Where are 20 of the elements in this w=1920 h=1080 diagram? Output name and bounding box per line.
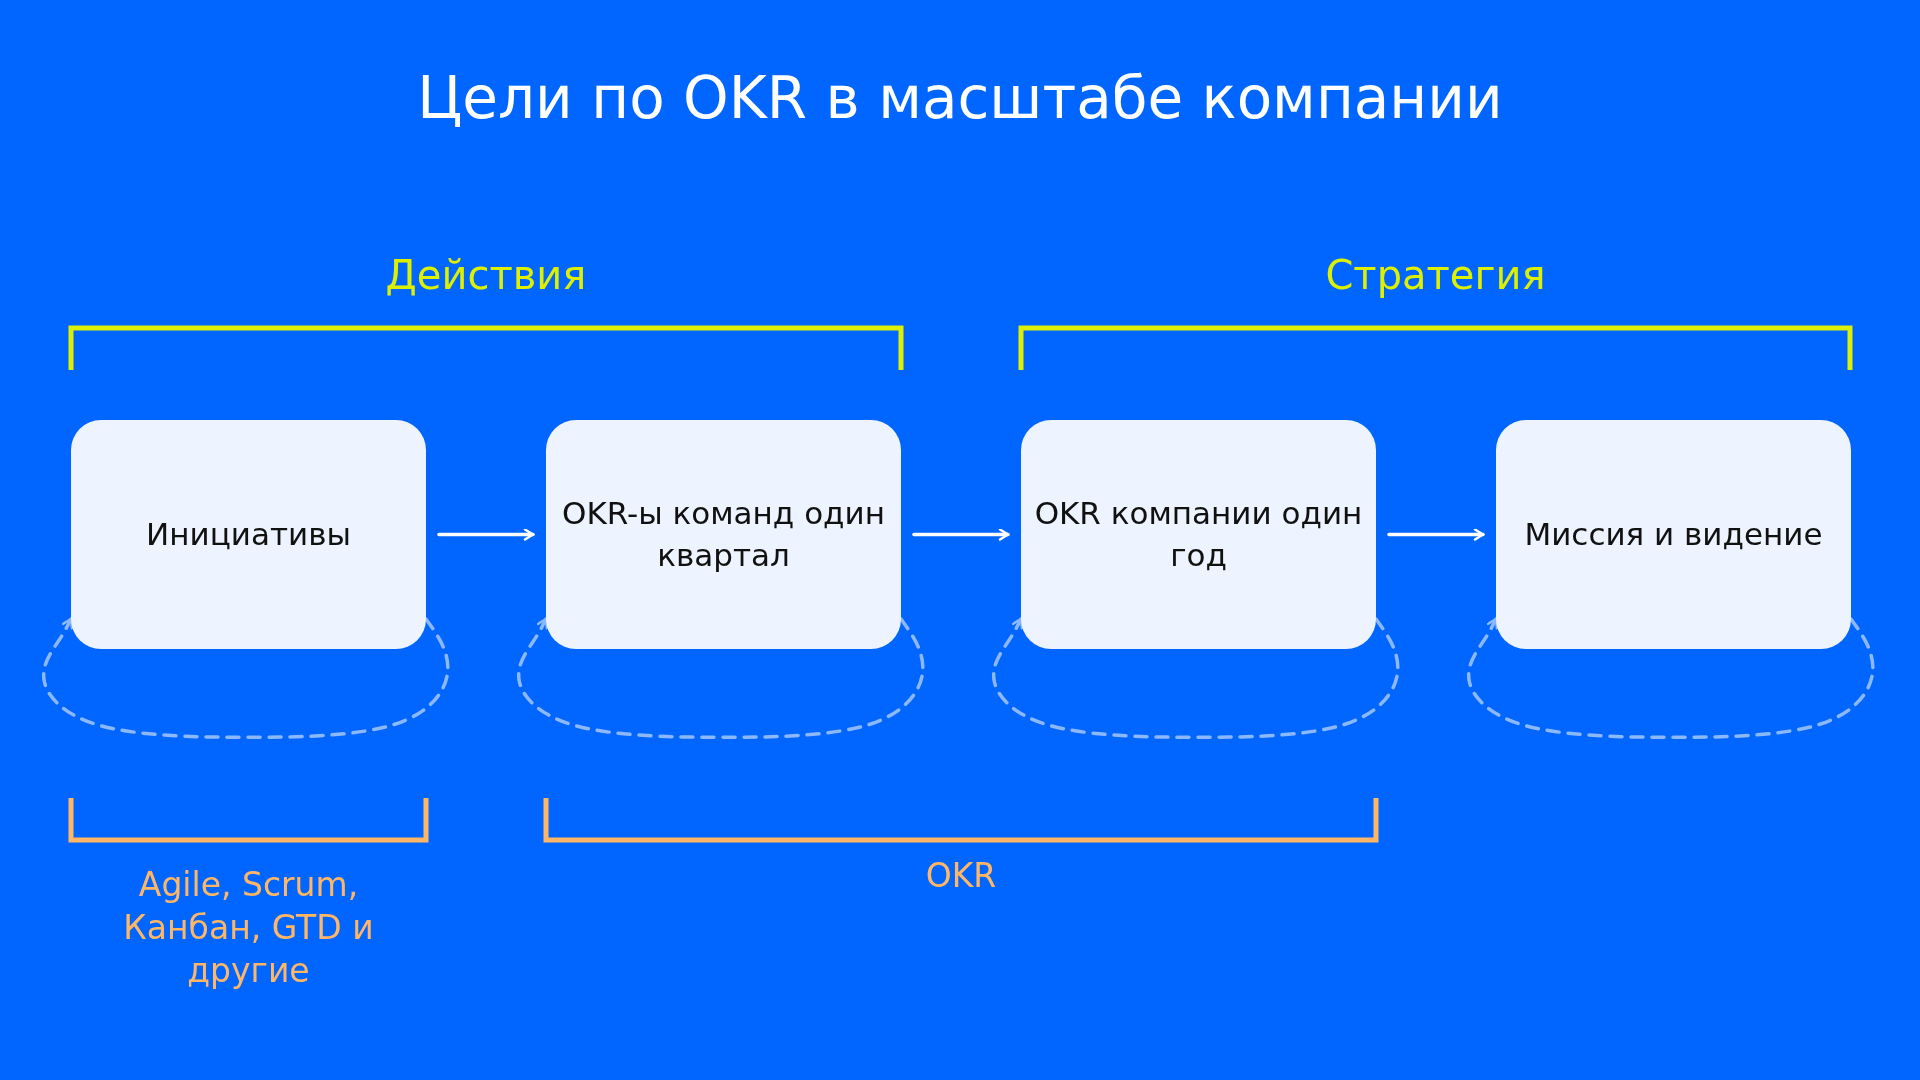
arrow [912,528,1010,541]
section-heading: Стратегия [1324,252,1547,298]
step-card [1496,420,1851,649]
step-label: OKR-ы команд один квартал [561,493,886,575]
method-note: OKR [924,856,998,895]
step-card [546,420,901,649]
arrow [1387,528,1485,541]
loop-arrow [1466,617,1875,740]
loop-arrow [41,617,450,740]
arrow [437,528,535,541]
step-label: Миссия и видение [1524,514,1823,554]
step-card [1021,420,1376,649]
step-label: OKR компании один год [1033,493,1364,575]
section-heading: Действия [384,252,588,298]
loop-arrow [516,617,925,740]
method-note: Agile, Scrum, Канбан, GTD и другие [122,864,375,992]
loop-arrow [991,617,1400,740]
step-label: Инициативы [146,514,351,554]
step-card [71,420,426,649]
title: Цели по OKR в масштабе компании [416,64,1504,132]
